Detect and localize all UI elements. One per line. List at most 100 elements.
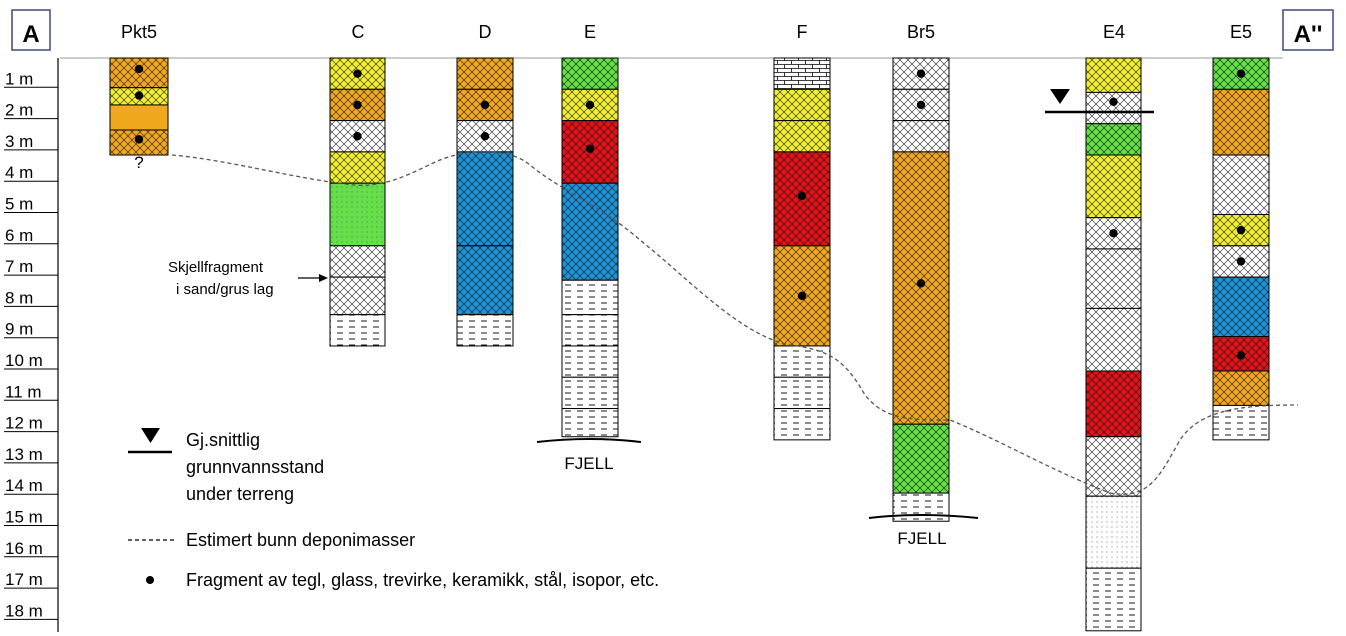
bedrock-label-e: FJELL <box>564 454 613 473</box>
unknown-depth-mark: ? <box>134 153 143 172</box>
depth-axis: 1 m2 m3 m4 m5 m6 m7 m8 m9 m10 m11 m12 m1… <box>4 58 59 632</box>
fragment-dot <box>480 100 490 110</box>
legend: Gj.snittlig grunnvannsstand under terren… <box>128 428 659 590</box>
borehole-label-f: F <box>797 22 808 42</box>
fragment-dot <box>353 100 362 110</box>
legend-fragment-text: Fragment av tegl, glass, trevirke, keram… <box>186 570 659 590</box>
fragment-dot <box>1236 225 1246 235</box>
legend-groundwater-text-1: Gj.snittlig <box>186 430 260 450</box>
layer-e4-2 <box>1085 91 1142 125</box>
layer-f-4 <box>773 151 831 247</box>
layer-e5-5 <box>1212 245 1270 278</box>
layer-e4-10 <box>1085 495 1142 569</box>
fragment-dot <box>134 135 144 144</box>
layer-e4-9 <box>1085 436 1142 497</box>
layer-e-1 <box>561 57 619 90</box>
depth-tick-label: 5 m <box>5 195 33 214</box>
depth-tick-label: 17 m <box>5 570 43 589</box>
layer-d-3 <box>456 120 514 153</box>
section-start-label: A <box>22 21 39 48</box>
layer-c-1 <box>329 57 386 90</box>
bedrock-line-e <box>536 438 642 443</box>
layer-e4-7 <box>1085 307 1142 372</box>
shell-annotation-arrowhead <box>319 274 328 282</box>
layer-f-3 <box>773 120 831 153</box>
layer-e5-2 <box>1212 88 1270 156</box>
layer-pkt5-2 <box>109 87 169 106</box>
fragment-dot <box>1109 229 1118 238</box>
legend-groundwater-text-2: grunnvannsstand <box>186 457 324 477</box>
groundwater-marker-triangle <box>1050 89 1070 104</box>
fragment-dot <box>916 100 926 110</box>
layer-c-2 <box>329 88 386 122</box>
borehole-label-d: D <box>479 22 492 42</box>
borehole-label-e5: E5 <box>1230 22 1252 42</box>
layer-e4-1 <box>1085 57 1142 93</box>
legend-estimated-bottom-text: Estimert bunn deponimasser <box>186 530 415 550</box>
layer-br5-6 <box>892 492 950 522</box>
layer-e5-6 <box>1212 276 1270 338</box>
legend-groundwater-triangle <box>141 428 160 443</box>
depth-tick-label: 2 m <box>5 101 33 120</box>
depth-tick-label: 6 m <box>5 226 33 245</box>
fragment-dot <box>916 69 926 78</box>
layer-f-6 <box>773 345 831 378</box>
depth-tick-label: 3 m <box>5 132 33 151</box>
layer-pkt5-1 <box>109 57 169 89</box>
layer-e-7 <box>561 345 619 378</box>
layer-e4-11 <box>1085 567 1142 632</box>
bedrock-label-br5: FJELL <box>897 529 946 548</box>
layer-e4-3 <box>1085 123 1142 156</box>
section-end-label: A'' <box>1294 21 1323 48</box>
legend-fragment-dot <box>146 576 154 584</box>
fragment-dot <box>797 291 807 301</box>
layer-f-7 <box>773 376 831 410</box>
depth-tick-label: 15 m <box>5 508 43 527</box>
layer-d-5 <box>456 245 514 316</box>
layer-e5-9 <box>1212 404 1270 441</box>
fragment-dot <box>916 279 926 288</box>
layer-br5-4 <box>892 151 950 425</box>
depth-tick-label: 12 m <box>5 414 43 433</box>
layer-e5-1 <box>1212 57 1270 90</box>
depth-tick-label: 8 m <box>5 288 33 307</box>
layer-d-4 <box>456 151 514 247</box>
layer-pkt5-3 <box>109 104 169 131</box>
section-end-box <box>1282 9 1334 51</box>
layer-e5-4 <box>1212 214 1270 247</box>
layer-pkt5-4 <box>109 129 169 156</box>
layer-c-6 <box>329 245 386 278</box>
fragment-dot <box>353 69 362 78</box>
depth-tick-label: 10 m <box>5 351 43 370</box>
borehole-label-pkt5: Pkt5 <box>121 22 157 42</box>
legend-groundwater-text-3: under terreng <box>186 484 294 504</box>
layer-e-2 <box>561 88 619 122</box>
layer-d-1 <box>456 57 514 90</box>
depth-tick-label: 11 m <box>5 382 42 401</box>
layer-f-8 <box>773 408 831 441</box>
fragment-dot <box>134 64 144 74</box>
layer-br5-3 <box>892 120 950 153</box>
layer-c-5 <box>329 182 386 247</box>
fragment-dot <box>797 191 807 200</box>
layer-c-4 <box>329 151 386 184</box>
fragment-dot <box>585 100 595 110</box>
fragment-dot <box>353 132 362 141</box>
layer-e-6 <box>561 314 619 347</box>
layer-e-3 <box>561 120 619 184</box>
fragment-dot <box>1109 97 1118 107</box>
borehole-label-br5: Br5 <box>907 22 935 42</box>
layer-e5-7 <box>1212 336 1270 372</box>
layer-c-3 <box>329 120 386 153</box>
fragment-dot <box>1236 69 1246 78</box>
depth-tick-label: 14 m <box>5 476 43 495</box>
depth-tick-label: 16 m <box>5 539 43 558</box>
shell-annotation-line1: Skjellfragment <box>168 259 264 276</box>
layer-d-6 <box>456 314 514 347</box>
layer-f-2 <box>773 88 831 122</box>
bedrock-line-br5 <box>868 514 979 519</box>
layer-e-9 <box>561 408 619 438</box>
fragment-dot <box>1236 351 1246 360</box>
